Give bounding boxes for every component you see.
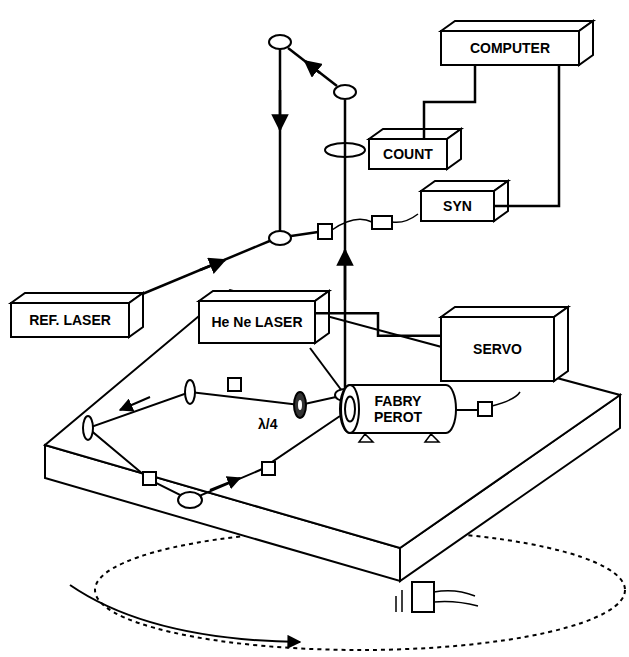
box-side-face: [494, 181, 508, 221]
beam-combiner: [269, 231, 291, 245]
platform-top: [45, 290, 620, 548]
quarter-wave-plate: [294, 392, 306, 418]
synthesizer-box: SYN: [420, 190, 495, 222]
box-side-face: [554, 307, 568, 381]
mirror: [178, 492, 202, 508]
laser-beam-path: [88, 392, 345, 500]
beam-arrow: [279, 90, 282, 130]
fabry-perot-cavity: FABRY PEROT: [340, 384, 456, 434]
cylinder-body: [340, 385, 456, 433]
beam: [291, 232, 318, 236]
photodetector: [478, 402, 492, 416]
laser-beam: [310, 348, 345, 395]
mirror: [334, 85, 356, 99]
hene-laser-box: He Ne LASER: [198, 300, 316, 344]
box-label: He Ne LASER: [211, 314, 302, 330]
cavity-feet: [359, 434, 439, 442]
signal-cable: [316, 313, 440, 336]
box-label: FABRY PEROT: [366, 393, 430, 425]
box-side-face: [579, 21, 593, 65]
beam-arrow: [120, 397, 150, 410]
beam-arrow: [305, 61, 320, 73]
cylinder-end: [341, 385, 359, 433]
detector-wire: [332, 219, 372, 230]
mirror: [185, 380, 195, 404]
beam-arrow: [200, 260, 225, 270]
box-label: SERVO: [473, 341, 522, 357]
computer-box: COMPUTER: [440, 30, 580, 66]
box-side-face: [129, 293, 143, 337]
beam: [288, 48, 337, 86]
box-label: COUNT: [383, 146, 433, 162]
signal-cable: [495, 66, 559, 206]
rotation-arrow: [70, 585, 300, 642]
mirror: [269, 35, 291, 49]
beat-detector: [318, 224, 332, 239]
box-side-face: [315, 291, 329, 343]
feedthrough-wires: [396, 590, 478, 612]
box-label: REF. LASER: [29, 312, 111, 328]
signal-cable: [424, 66, 475, 138]
quarter-wave-plate-center: [298, 400, 302, 410]
beam-arrow: [344, 250, 347, 300]
beam: [279, 49, 282, 231]
mirror: [83, 416, 93, 440]
box-label: SYN: [443, 198, 472, 214]
box-label: COMPUTER: [470, 40, 550, 56]
counter-box: COUNT: [368, 138, 448, 170]
detector-wire: [492, 392, 520, 406]
optic-mount: [262, 462, 275, 475]
rotary-coupler: [325, 143, 365, 157]
component-label: λ/4: [256, 416, 279, 432]
servo-box: SERVO: [440, 316, 555, 382]
box-extrusions: [11, 21, 593, 442]
rotary-feedthrough: [412, 582, 434, 612]
detector-wire: [392, 214, 418, 222]
cavity-mirror: [345, 397, 355, 422]
reference-laser-box: REF. LASER: [10, 302, 130, 338]
box-side-face: [447, 129, 461, 169]
vertical-beam: [344, 100, 347, 395]
optic-mount: [228, 378, 241, 391]
optic-mount: [143, 472, 156, 485]
beam-arrow: [210, 478, 240, 490]
amplifier-box: [372, 216, 392, 229]
